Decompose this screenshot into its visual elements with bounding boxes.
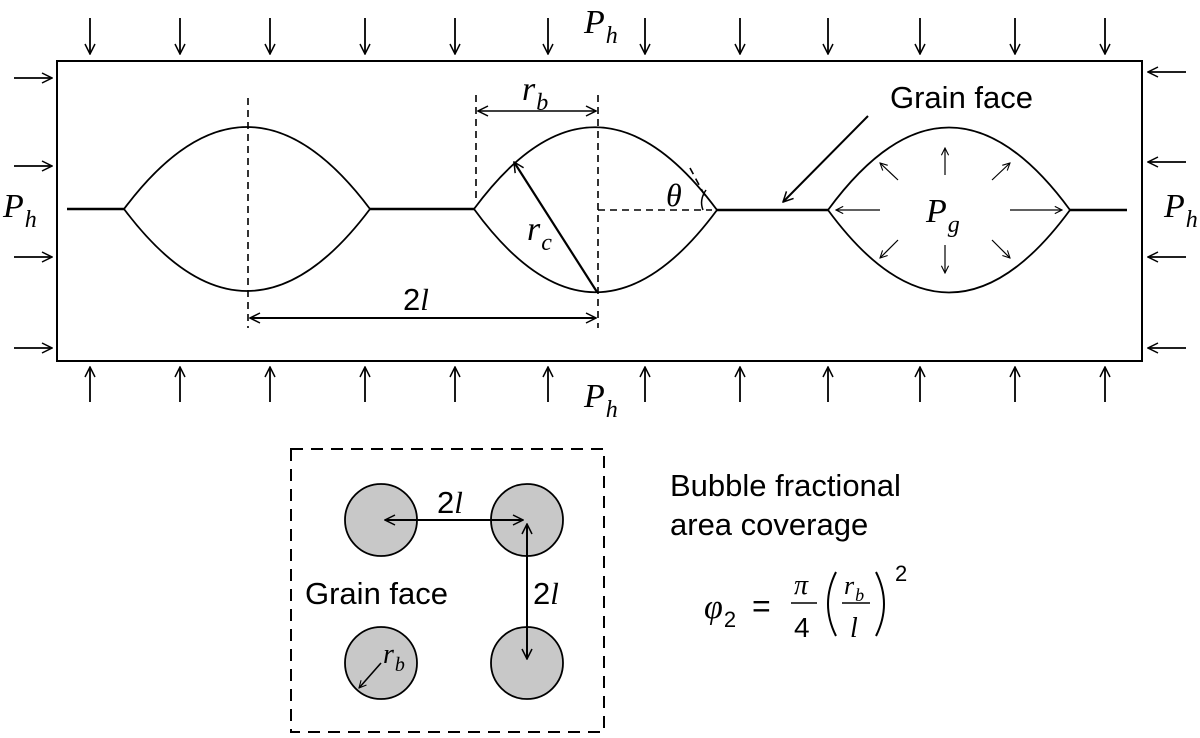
formula-four: 4	[794, 612, 810, 643]
coverage-formula: Bubble fractional area coverage φ2 = π 4…	[670, 468, 907, 644]
spacing-label: 2l	[403, 282, 429, 317]
small-radius-arrow	[359, 662, 382, 688]
theta-angle-arc	[700, 189, 707, 211]
lens-bubble-center	[472, 126, 719, 293]
pressure-label-top: Ph	[583, 4, 618, 49]
formula-left-paren	[827, 571, 837, 637]
pressure-label-bottom: Ph	[583, 378, 618, 423]
small-bubble-radius-label: rb	[383, 639, 405, 676]
curvature-radius-label: rc	[527, 211, 552, 256]
grain-boundary-line	[67, 207, 1127, 212]
vertical-spacing-label: 2l	[533, 576, 559, 611]
lens-bubbles	[122, 126, 1072, 294]
bubble-radius-label: rb	[522, 71, 548, 116]
grain-face-panel-label: Grain face	[305, 576, 448, 611]
bottom-pressure-arrows	[90, 367, 1105, 402]
grain-face-label: Grain face	[890, 80, 1033, 115]
gas-pressure-arrows	[836, 148, 1062, 273]
grain-box	[56, 60, 1143, 362]
left-pressure-arrows	[14, 78, 52, 348]
formula-pi: π	[794, 570, 809, 601]
top-diagram: Ph Ph Ph Ph rb rc θ Pg 2l Grain face	[2, 4, 1198, 423]
top-pressure-arrows	[90, 18, 1105, 54]
formula-lhs: φ2	[704, 589, 736, 632]
dashed-guides	[247, 95, 712, 328]
gas-pressure-label: Pg	[925, 193, 960, 238]
formula-l: l	[850, 613, 858, 644]
pressure-label-left: Ph	[2, 188, 37, 233]
grain-face-panel	[290, 448, 605, 733]
horizontal-spacing-label: 2l	[437, 485, 463, 520]
bottom-diagram: 2l 2l Grain face rb	[290, 448, 605, 733]
contact-angle-label: θ	[666, 177, 682, 213]
formula-title-line1: Bubble fractional	[670, 468, 901, 503]
rc-radius-arrow	[513, 162, 598, 293]
pressure-label-right: Ph	[1163, 188, 1198, 233]
lens-bubble-right	[826, 126, 1072, 294]
formula-equals: =	[752, 588, 771, 624]
formula-right-paren	[875, 571, 885, 637]
grain-face-pointer-arrow	[783, 115, 869, 202]
lens-bubble-left	[122, 126, 372, 292]
formula-rb: rb	[844, 571, 864, 605]
formula-title-line2: area coverage	[670, 507, 868, 542]
right-pressure-arrows	[1148, 72, 1186, 348]
formula-exponent: 2	[895, 561, 907, 586]
